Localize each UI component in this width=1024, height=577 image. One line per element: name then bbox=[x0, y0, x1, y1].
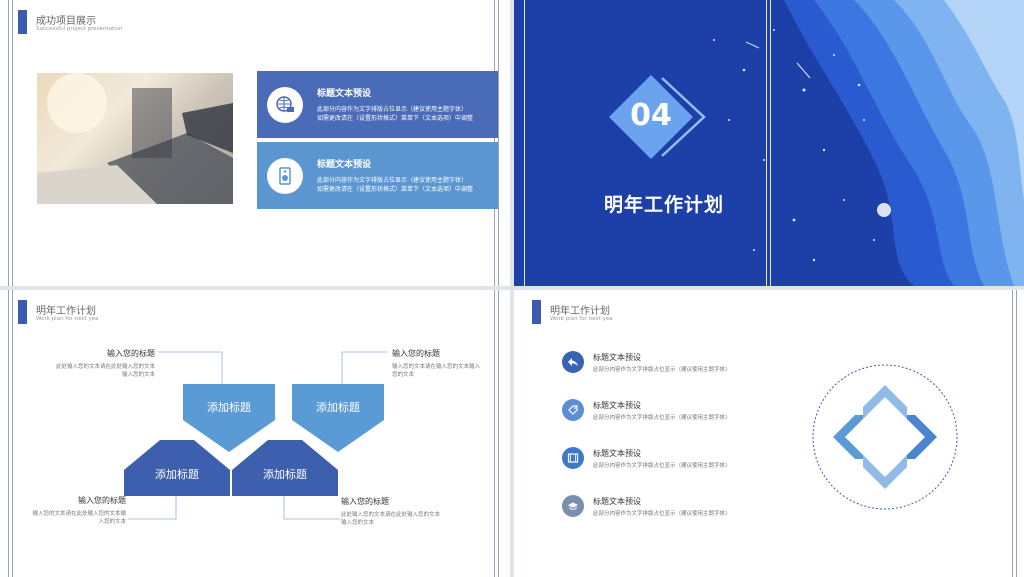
tag-icon bbox=[562, 399, 584, 421]
pentagon-shape[interactable] bbox=[183, 384, 275, 452]
border-line bbox=[498, 0, 499, 286]
section-title: 明年工作计划 bbox=[603, 194, 724, 216]
slide-subtitle: Successful project presentation bbox=[36, 26, 123, 32]
number-diamond bbox=[609, 75, 706, 159]
header-accent-bar bbox=[532, 300, 541, 324]
slide-subtitle: Work plan for next yea bbox=[36, 316, 99, 322]
label-title: 输入您的标题 bbox=[78, 496, 126, 505]
label-title: 输入您的标题 bbox=[392, 349, 440, 358]
item-desc: 此部分内容作为文字排版占位显示（建议使用主题字体） bbox=[593, 463, 731, 469]
slide-title: 成功项目展示 bbox=[36, 16, 96, 27]
text-card[interactable]: 标题文本预设 此部分内容作为文字排版占位显示（建议使用主题字体）如需更改请在（设… bbox=[257, 142, 498, 209]
film-icon bbox=[562, 447, 584, 469]
reply-icon bbox=[562, 351, 584, 373]
slide-title: 明年工作计划 bbox=[36, 306, 96, 317]
graduation-icon bbox=[562, 495, 584, 517]
border-line bbox=[8, 290, 9, 577]
shape-label: 添加标题 bbox=[207, 401, 251, 414]
shape-label: 添加标题 bbox=[155, 468, 199, 481]
item-title: 标题文本预设 bbox=[593, 497, 641, 506]
card-title: 标题文本预设 bbox=[317, 89, 372, 99]
label-title: 输入您的标题 bbox=[341, 497, 389, 506]
border-line bbox=[12, 290, 13, 577]
text-card[interactable]: 标题文本预设 此部分内容作为文字排版占位显示（建议使用主题字体）如需更改请在（设… bbox=[257, 71, 498, 138]
shape-label: 添加标题 bbox=[263, 468, 307, 481]
slide-title: 明年工作计划 bbox=[550, 306, 610, 317]
border-line bbox=[8, 0, 9, 286]
label-desc: 输入您的文本请在此处输入您的文本输入您的文本 bbox=[32, 511, 126, 525]
border-line bbox=[524, 0, 525, 286]
slide-work-plan-diagram[interactable]: 明年工作计划 Work plan for next yea 添加标题 添加标题 … bbox=[0, 290, 510, 577]
label-desc: 此处输入您的文本请在此处输入您的文本输入您的文本 bbox=[55, 364, 155, 378]
slide-section-cover[interactable]: 04 明年工作计划 bbox=[514, 0, 1024, 286]
border-line bbox=[12, 0, 13, 286]
trapezoid-shape[interactable] bbox=[232, 440, 338, 496]
item-title: 标题文本预设 bbox=[593, 353, 641, 362]
pentagon-shape[interactable] bbox=[292, 384, 384, 452]
border-line bbox=[770, 0, 771, 286]
slide-subtitle: Work plan for next yea bbox=[550, 316, 613, 322]
border-line bbox=[1016, 290, 1017, 577]
shape-label: 添加标题 bbox=[316, 401, 360, 414]
item-desc: 此部分内容作为文字排版占位显示（建议使用主题字体） bbox=[593, 415, 731, 421]
trapezoid-shape[interactable] bbox=[124, 440, 230, 496]
item-title: 标题文本预设 bbox=[593, 449, 641, 458]
paper-wave-background bbox=[514, 0, 1024, 286]
label-desc: 此处输入您的文本请在此处输入您的文本输入您的文本 bbox=[341, 512, 441, 526]
item-desc: 此部分内容作为文字排版占位显示（建议使用主题字体） bbox=[593, 367, 731, 373]
label-desc: 输入您的文本请在输入您的文本输入您的文本 bbox=[392, 364, 481, 378]
border-line bbox=[1012, 290, 1013, 577]
border-line bbox=[494, 290, 495, 577]
laptop-photo bbox=[37, 73, 233, 204]
header-accent-bar bbox=[18, 10, 27, 34]
item-title: 标题文本预设 bbox=[593, 401, 641, 410]
diagram-connectors bbox=[128, 351, 388, 520]
card-desc: 此部分内容作为文字排版占位显示（建议使用主题字体）如需更改请在（设置形状格式）菜… bbox=[317, 177, 474, 193]
speaker-icon bbox=[267, 158, 303, 194]
card-desc: 此部分内容作为文字排版占位显示（建议使用主题字体）如需更改请在（设置形状格式）菜… bbox=[317, 106, 474, 122]
globe-computer-icon bbox=[267, 87, 303, 123]
border-line bbox=[766, 0, 767, 286]
card-title: 标题文本预设 bbox=[317, 160, 372, 170]
slide-success-projects[interactable]: 成功项目展示 Successful project presentation 标… bbox=[0, 0, 510, 286]
section-number: 04 bbox=[630, 98, 672, 133]
arrows-circle-graphic bbox=[812, 364, 958, 510]
label-title: 输入您的标题 bbox=[107, 349, 155, 358]
header-accent-bar bbox=[18, 300, 27, 324]
item-desc: 此部分内容作为文字排版占位显示（建议使用主题字体） bbox=[593, 511, 731, 517]
border-line bbox=[498, 290, 499, 577]
slide-work-plan-list[interactable]: 明年工作计划 Work plan for next yea 标题文本预设 此部分… bbox=[514, 290, 1024, 577]
